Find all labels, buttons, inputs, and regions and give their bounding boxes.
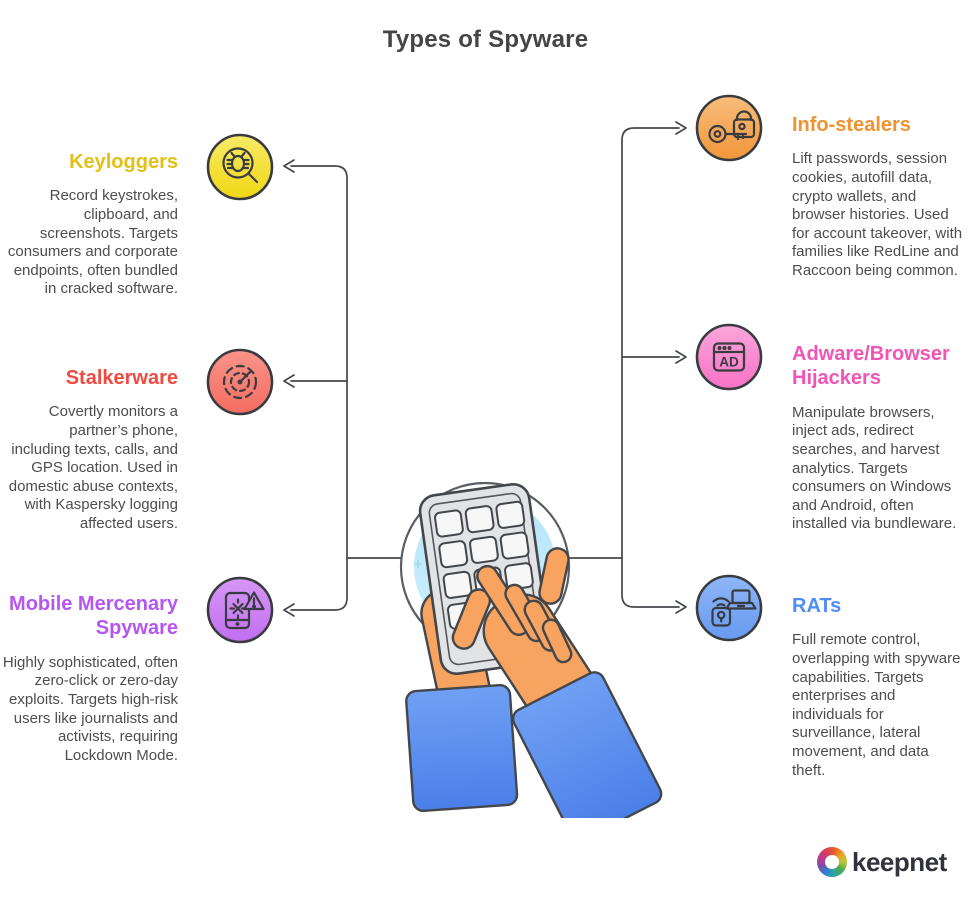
brand-name: keepnet [852,847,947,877]
node-description-keyloggers: Record keystrokes, clipboard, and screen… [7,187,178,298]
node-title-adware: Adware/Browser Hijackers [792,343,950,390]
node-title-info-stealers: Info-stealers [792,114,911,136]
node-description-adware: Manipulate browsers, inject ads, redirec… [792,403,957,533]
node-description-rats: Full remote control, overlapping with sp… [792,631,961,779]
node-stalkerware-text: Stalkerware Covertly monitors a partner’… [6,366,178,534]
radar-icon [205,347,275,417]
hands-phone-illustration [399,481,663,818]
browser-ad-icon: AD [694,322,764,392]
node-mobile-mercenary-text: Mobile Mercenary Spyware Highly sophisti… [0,592,178,765]
node-description-info-stealers: Lift passwords, session cookies, autofil… [792,150,963,279]
node-description-mobile-mercenary: Highly sophisticated, often zero-click o… [2,653,178,764]
node-title-mobile-mercenary: Mobile Mercenary Spyware [9,593,178,640]
node-title-keyloggers: Keyloggers [69,151,178,173]
page-title: Types of Spyware [382,26,589,53]
node-info-stealers-text: Info-stealers Lift passwords, session co… [792,113,964,281]
brand-logo: keepnet [817,847,947,877]
node-keyloggers-text: Keyloggers Record keystrokes, clipboard,… [6,150,178,299]
svg-text:AD: AD [719,355,739,370]
node-title-stalkerware: Stalkerware [65,367,178,389]
node-rats-text: RATs Full remote control, overlapping wi… [792,594,964,780]
keepnet-swirl-icon [817,847,847,877]
bug-magnifier-icon [205,132,275,202]
laptop-remote-access-icon [694,573,764,643]
node-title-rats: RATs [792,595,842,617]
node-description-stalkerware: Covertly monitors a partner’s phone, inc… [8,403,178,532]
phone-bug-warning-icon [205,575,275,645]
key-padlock-icon [694,93,764,163]
node-adware-text: Adware/Browser Hijackers Manipulate brow… [792,342,964,534]
